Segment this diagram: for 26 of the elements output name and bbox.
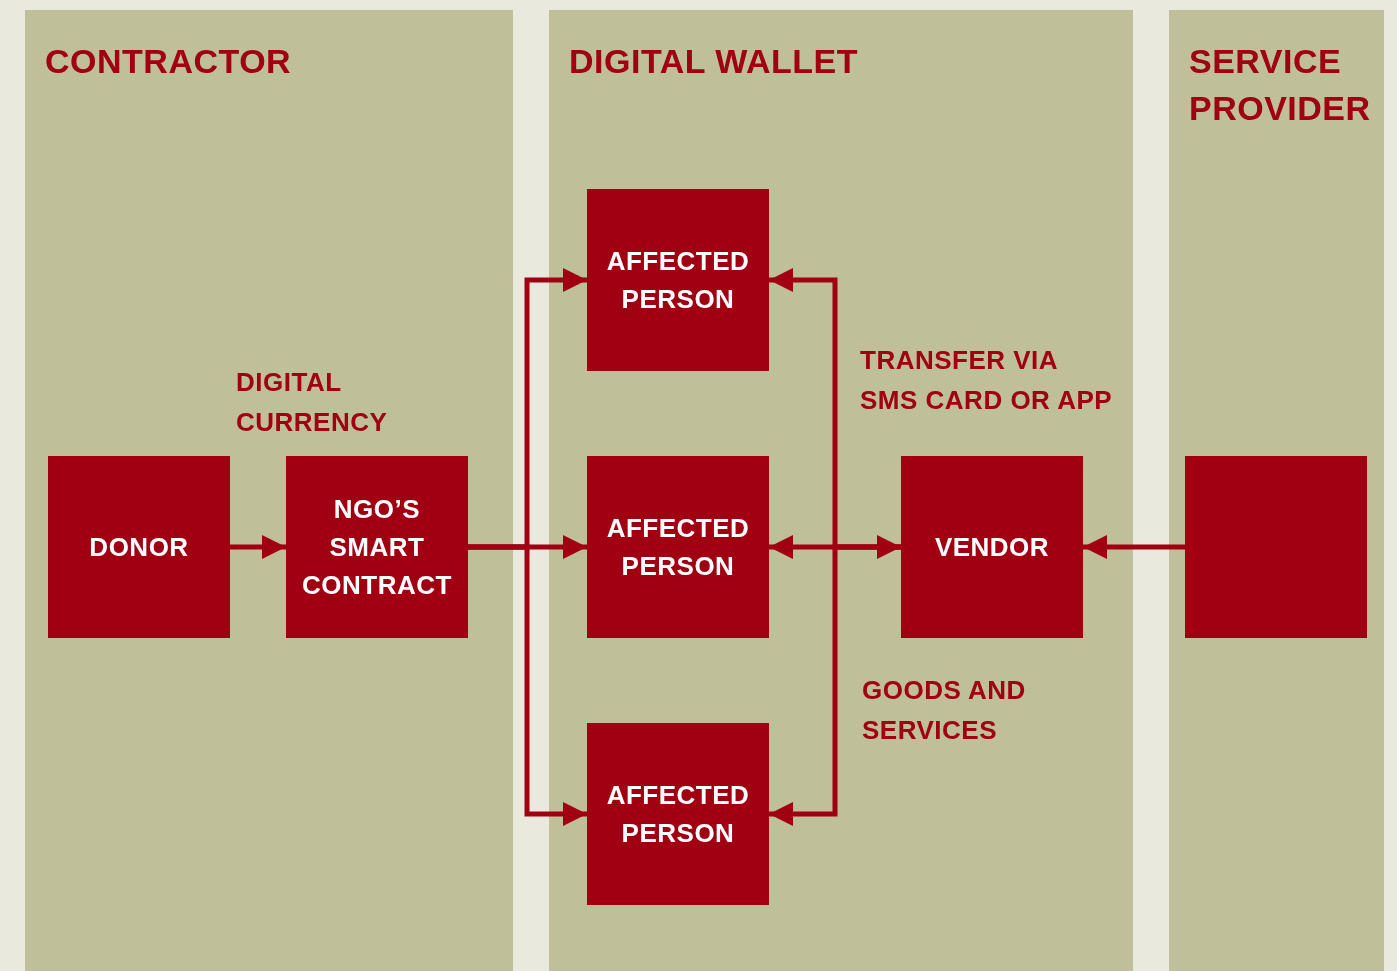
box-label: NGO’S SMART CONTRACT: [301, 493, 453, 602]
column-title: SERVICE PROVIDER: [1189, 41, 1372, 129]
column-panel: [25, 10, 513, 971]
flow-label: DIGITAL CURRENCY: [236, 366, 389, 439]
column-panel: [549, 10, 1133, 971]
arrow: [468, 544, 587, 826]
arrow: [230, 535, 286, 559]
process-box: [587, 723, 769, 905]
process-box: [286, 456, 468, 638]
process-box: [587, 189, 769, 371]
box-label: DONOR: [89, 531, 189, 564]
arrow: [769, 544, 901, 826]
flow-label: GOODS AND SERVICES: [862, 674, 1027, 747]
process-box: [901, 456, 1083, 638]
process-box: [48, 456, 230, 638]
box-label: AFFECTED PERSON: [605, 245, 751, 316]
box-label: AFFECTED PERSON: [605, 779, 751, 850]
box-label: VENDOR: [934, 531, 1050, 564]
flow-label: TRANSFER VIA SMS CARD OR APP: [860, 344, 1114, 417]
arrow: [1083, 535, 1185, 559]
column-title: DIGITAL WALLET: [569, 41, 860, 82]
column-title: CONTRACTOR: [45, 41, 293, 82]
column-panel: [1169, 10, 1384, 971]
process-box: [587, 456, 769, 638]
box-label: AFFECTED PERSON: [605, 512, 751, 583]
empty-box: [1185, 456, 1367, 638]
